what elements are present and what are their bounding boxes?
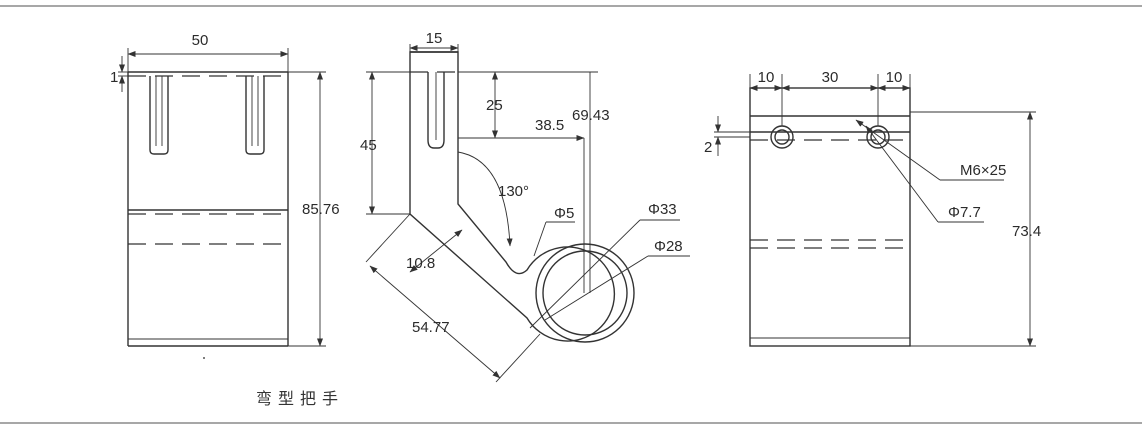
top-view: 10 30 10 2 M6×25 Φ7.7 73.4 [704, 69, 1041, 347]
side-dim-upper-height: 45 [360, 137, 377, 154]
side-dim-fillet: Φ5 [554, 205, 574, 222]
top-dim-middle: 30 [822, 69, 839, 86]
side-dim-thickness: 10.8 [406, 255, 435, 272]
front-dim-height: 85.76 [302, 201, 340, 218]
top-dim-screw: M6×25 [960, 162, 1006, 179]
side-dim-arm-length: 54.77 [412, 319, 450, 336]
top-dim-hole-offset: 2 [704, 139, 712, 156]
side-view: 38.5 69.43 25 15 45 130° Φ5 Φ33 Φ28 10.8 [360, 30, 690, 383]
front-view: 50 1 85.76 [110, 32, 340, 359]
top-dim-counterbore: Φ7.7 [948, 204, 981, 221]
side-dim-offset: 38.5 [535, 117, 564, 134]
side-dim-outer-dia: Φ33 [648, 201, 677, 218]
top-dim-right: 10 [886, 69, 903, 86]
frame [0, 5, 1142, 424]
side-dim-total: 69.43 [572, 107, 610, 124]
front-dim-width: 50 [192, 32, 209, 49]
top-dim-left: 10 [758, 69, 775, 86]
side-dim-inner-dia: Φ28 [654, 238, 683, 255]
side-dim-angle: 130° [498, 183, 529, 200]
side-dim-slot-depth: 25 [486, 97, 503, 114]
drawing-title: 弯型把手 [256, 390, 344, 408]
front-dim-top: 1 [110, 69, 118, 86]
top-dim-height: 73.4 [1012, 223, 1041, 240]
side-dim-top-width: 15 [426, 30, 443, 47]
